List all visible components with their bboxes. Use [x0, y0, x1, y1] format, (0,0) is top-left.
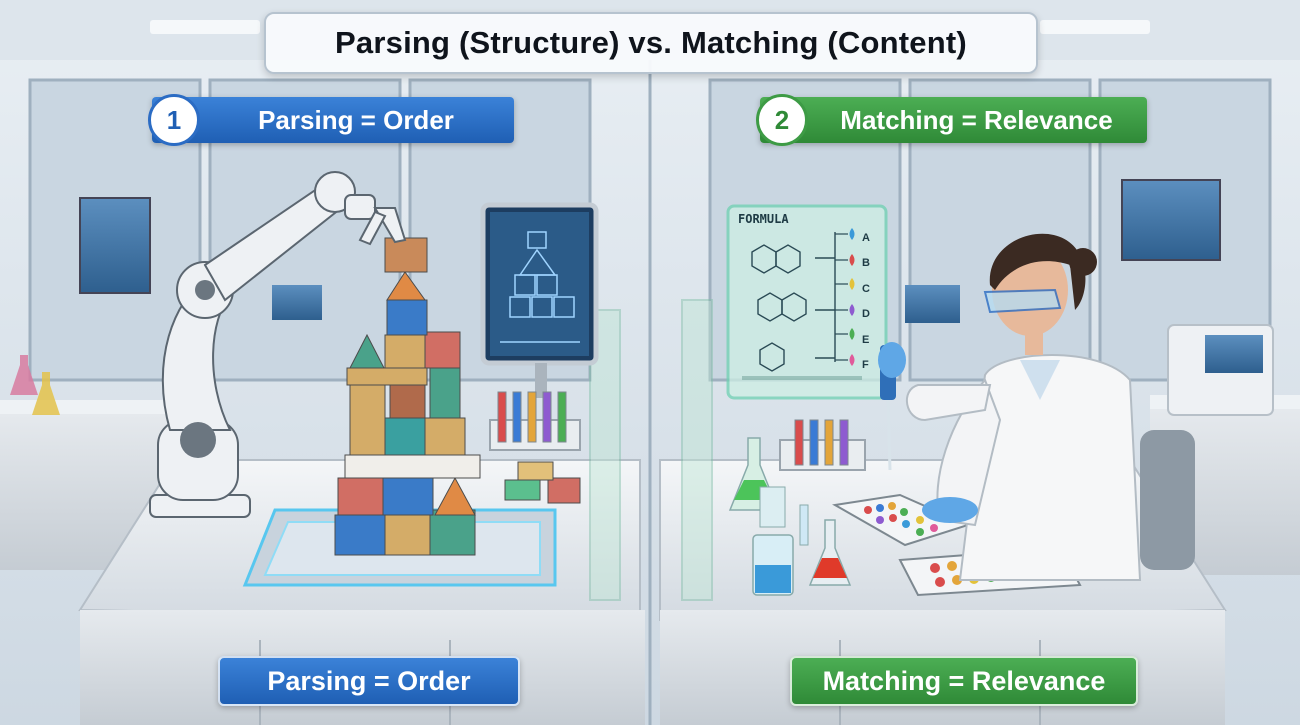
formula-output-f: F	[862, 359, 869, 372]
formula-output-labels: A B C D E F	[862, 226, 882, 378]
parsing-caption: Parsing = Order	[218, 656, 520, 706]
formula-output-c: C	[862, 282, 870, 295]
page-title: Parsing (Structure) vs. Matching (Conten…	[335, 25, 967, 60]
matching-caption: Matching = Relevance	[790, 656, 1138, 706]
matching-badge-label: Matching = Relevance	[840, 104, 1113, 135]
title-banner: Parsing (Structure) vs. Matching (Conten…	[264, 12, 1038, 74]
formula-output-e: E	[862, 333, 870, 346]
formula-output-d: D	[862, 308, 870, 321]
parsing-step-number: 1	[148, 94, 200, 146]
matching-badge: 2 Matching = Relevance	[756, 94, 1147, 146]
formula-heading: FORMULA	[738, 212, 789, 226]
matching-step-number: 2	[756, 94, 808, 146]
parsing-badge: 1 Parsing = Order	[148, 94, 514, 146]
parsing-badge-label: Parsing = Order	[258, 104, 454, 135]
formula-output-b: B	[862, 257, 870, 270]
formula-output-a: A	[862, 232, 870, 244]
